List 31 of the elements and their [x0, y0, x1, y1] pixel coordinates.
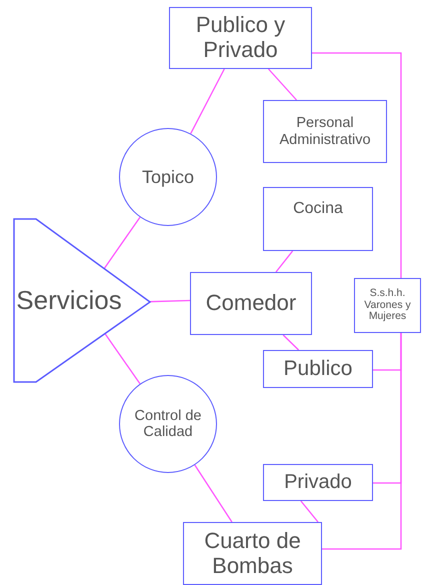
area-label: Topico	[140, 166, 196, 188]
connector-line	[275, 250, 294, 272]
area-label: Publico y Privado	[194, 13, 286, 63]
area-box	[169, 7, 312, 69]
area-label: S.s.h.h. Varones y Mujeres	[363, 288, 412, 324]
area-label: Control de Calidad	[134, 408, 202, 440]
area-box	[190, 272, 312, 335]
connector-line	[268, 68, 297, 100]
connector-line	[194, 464, 232, 522]
area-box	[263, 464, 373, 501]
area-box	[183, 522, 322, 585]
area-box	[263, 187, 373, 251]
connector-line	[190, 68, 225, 134]
area-label: Cocina	[292, 200, 344, 218]
main-area-shape	[14, 219, 150, 382]
area-box	[263, 100, 387, 163]
connector-line	[322, 333, 402, 550]
area-label: Publico	[282, 357, 354, 381]
connector-line	[312, 52, 402, 278]
connector-line	[104, 216, 141, 269]
area-label: Personal Administrativo	[278, 115, 372, 148]
connector-line	[282, 334, 300, 350]
area-label: Servicios	[15, 286, 123, 316]
area-box	[354, 278, 421, 333]
area-label: Cuarto de Bombas	[203, 528, 302, 578]
area-label: Privado	[283, 471, 353, 494]
connector-line	[300, 500, 318, 522]
connector-line	[104, 333, 141, 384]
area-label: Comedor	[204, 291, 298, 316]
connector-line	[150, 300, 190, 302]
area-box	[263, 350, 373, 388]
